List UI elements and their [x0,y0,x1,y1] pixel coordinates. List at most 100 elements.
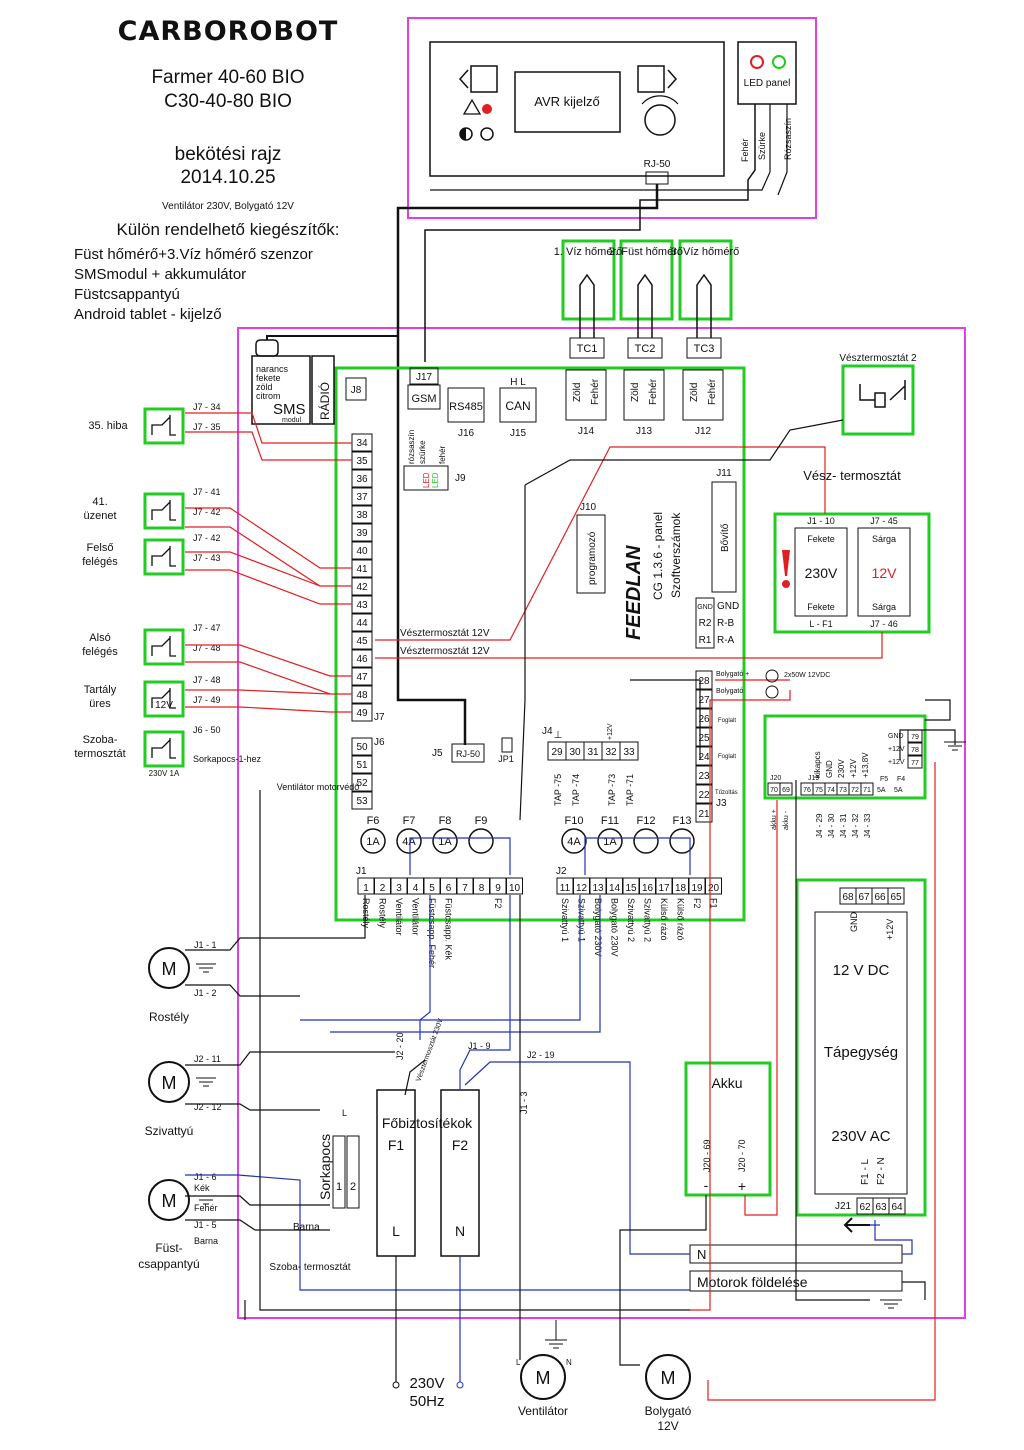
kik-akku-ref: akku + [771,809,778,830]
bolygato-plus: Bolygató + [716,671,749,678]
kik-top-pin-number: 77 [911,760,919,767]
fobiz-n: N [455,1223,465,1239]
j6-pin-number: 52 [356,778,368,789]
doc-note: Ventilátor 230V, Bolygató 12V [162,201,294,212]
fuse-rating: 1A [603,836,617,848]
motor-name: Rostély [149,1010,189,1024]
motor-name: Szivattyú [145,1124,194,1138]
sorkapocs-barna: Barna [293,1222,320,1233]
j4-pin-number: 33 [623,747,635,758]
j3-pin-number: 26 [698,714,710,725]
vt-left-bot: L - F1 [809,619,832,629]
fuse-circle [396,828,422,854]
kik-fuse: 5A [877,787,886,794]
ps-line2: Tápegység [824,1044,898,1061]
vesztermosztat2-box [841,364,915,436]
fuse-circle [597,828,623,854]
j3-pin-box [695,784,713,804]
bolygato-label: Bolygató [716,688,743,695]
motor-m-letter: M [162,959,177,979]
j1-label: J1 [356,866,367,877]
rs485-label: RS485 [449,401,483,413]
kik-vlabel: +13,8V [861,752,870,778]
j3-pin-number: 27 [698,695,710,706]
sms-label: SMS [273,401,306,418]
kik-vlabel: 230V [837,759,846,778]
j11-box [711,481,737,593]
tc1-box [569,337,605,359]
gnd-key-2: R2 [699,618,712,629]
tc2-wire-white: Fehér [648,378,659,405]
mains-230: 230V [409,1375,444,1392]
motorok-label: Motorok földelése [697,1274,808,1290]
ventilator-motor [520,1354,566,1400]
sensor-3-label: 3. Víz hőmérő [671,246,739,258]
brand-logo: CARBOROBOT [118,16,339,47]
motor-wire-color: Fehér [194,1203,218,1213]
j6-pin-box [351,791,373,810]
fobiz-j2-19: J2 - 19 [527,1050,555,1060]
ps-pin-number: 66 [874,892,886,903]
j1-pin-number: 3 [396,883,402,894]
motor-name: csappantyú [138,1257,199,1271]
j4-label: J4 [542,726,553,737]
input-ref-b: J7 - 43 [193,553,221,563]
j2-pin-number: 16 [642,883,654,894]
j6-pin-box [351,737,373,756]
vt-left-top: J1 - 10 [807,516,835,526]
sorkapocs-1 [332,1135,346,1209]
j3-pin-number: 24 [698,752,710,763]
ground-icon [545,1320,567,1349]
fuse-circle [432,828,458,854]
j2-pin-number: 18 [675,883,687,894]
j8-box [345,377,367,401]
j7-pin-number: 39 [356,528,368,539]
j2-pin-label: Külső rázó [659,898,669,941]
input-ref-b: J7 - 49 [193,695,221,705]
ps-line3: 230V AC [831,1128,890,1145]
j1-pin-number: 4 [413,883,419,894]
sms-wire-1: narancs [256,364,289,374]
j7-pin-box [351,541,373,560]
tc3-wire-white: Fehér [707,378,718,405]
j16-label: J16 [458,428,475,439]
sensor-probe-3 [696,273,712,338]
j21-pin-number: 62 [859,1202,871,1213]
feedlan-subtitle2: Szoftverszámok [669,512,683,598]
gsm-label: GSM [411,393,436,405]
feedlan-subtitle: CG 1.3.6 - panel [651,512,665,600]
led-cable-3 [777,104,788,196]
j19-pin-number: 74 [827,787,835,794]
sensor-group [561,239,733,321]
vt-230-box [794,527,848,617]
j7-pin-number: 48 [356,690,368,701]
j2-pin-number: 17 [658,883,670,894]
fobiz-f1: F1 [388,1137,405,1153]
switch-contact-icon [151,738,176,759]
ps-pin-number: 67 [858,892,870,903]
lamp-label: 2x50W 12VDC [784,672,830,679]
j3-pin-number: 25 [698,733,710,744]
tapegyseg-inner [814,911,908,1195]
j2-pin-number: 14 [609,883,621,894]
j2-pin-label: F1 [709,898,719,909]
lamp-icon-2 [765,685,779,699]
gsm-box [407,384,441,410]
akku-title: Akku [711,1075,742,1091]
chevron-right-icon [667,69,678,89]
ventilator-m: M [536,1368,551,1388]
input-ref-b: J7 - 42 [193,507,221,517]
ps-f1l: F1 - L [860,1158,871,1185]
gnd-row-2: R-B [717,618,735,629]
switch-contact-icon [151,500,176,521]
fuse-name: F7 [403,815,416,827]
tartaly-12v-label: 12V [155,700,173,711]
input-contact-box [143,628,185,666]
gnd-key-3: R1 [699,635,712,646]
switch-contact-icon [151,688,176,709]
avr-left-button [470,65,498,93]
input-ref-a: J7 - 42 [193,533,221,543]
j21-pin-number: 63 [875,1202,887,1213]
